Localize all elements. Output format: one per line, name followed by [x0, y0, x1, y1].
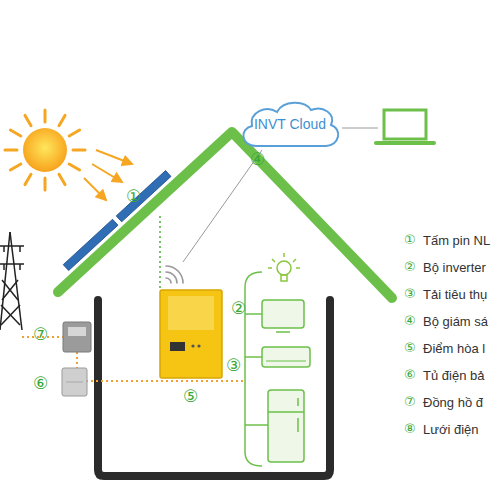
- wifi-symbol: [166, 266, 183, 283]
- node-text: INVT Cloud: [238, 100, 342, 132]
- sun-ray: [44, 178, 47, 190]
- bulb-glass: [277, 261, 291, 275]
- sun-rays: [5, 110, 85, 190]
- callout-number: ⑥: [33, 375, 48, 392]
- bulb-ray: [268, 267, 272, 269]
- meter-wire: [76, 352, 78, 368]
- power-pylon: [0, 232, 24, 330]
- house-roof: [58, 132, 392, 298]
- inverter: [160, 290, 222, 378]
- tv-stand: [276, 331, 290, 333]
- sun-ray: [25, 115, 31, 125]
- sun-ray: [59, 174, 65, 184]
- bracket-branch: [245, 356, 262, 358]
- wifi-arc: [166, 272, 177, 283]
- tv: [262, 300, 304, 328]
- bulb-ray: [283, 253, 285, 257]
- pylon-brace: [2, 280, 18, 300]
- legend-text: Tấm pin NL: [423, 234, 490, 247]
- legend-text: Lưới điện: [423, 423, 479, 436]
- callout-number: ①: [126, 188, 141, 205]
- sunlight-arrow: [96, 150, 132, 164]
- legend-number: ⑥: [404, 368, 416, 381]
- legend-number: ⑦: [404, 395, 416, 408]
- callout-number: ②: [231, 300, 246, 317]
- sun-ray: [10, 130, 20, 136]
- sun-ray: [59, 115, 65, 125]
- legend-number: ⑧: [404, 422, 416, 435]
- legend-number: ①: [404, 233, 416, 246]
- light-bulb: [268, 253, 300, 281]
- legend-text: Bộ giám sá: [423, 315, 488, 328]
- pylon-brace: [1, 305, 20, 325]
- sun-ray: [25, 174, 31, 184]
- cabinet-line: [66, 382, 83, 383]
- energy-meter: [63, 322, 91, 352]
- wifi-arc: [166, 278, 171, 283]
- callout-number: ③: [226, 357, 241, 374]
- solar-panel: [116, 171, 171, 222]
- bulb-ray: [272, 259, 275, 262]
- bulb-ray: [296, 267, 300, 269]
- ac-vent: [266, 361, 306, 362]
- insulator: [3, 264, 5, 270]
- callout-number: ⑤: [183, 388, 198, 405]
- legend-text: Đồng hồ đ: [423, 396, 483, 409]
- wifi-arc: [166, 266, 183, 283]
- bulb-ray: [293, 259, 296, 262]
- ac-bus-wire: [86, 380, 245, 382]
- sunlight-arrow: [92, 164, 122, 182]
- refrigerator: [268, 390, 304, 462]
- legend-number: ⑤: [404, 341, 416, 354]
- insulator: [19, 246, 21, 252]
- insulator: [3, 246, 5, 252]
- legend-number: ④: [404, 314, 416, 327]
- pylon-brace: [1, 305, 20, 325]
- meter-display: [68, 327, 86, 336]
- legend-text: Bộ inverter: [423, 261, 486, 274]
- sun-ray: [44, 110, 47, 122]
- callout-number: ④: [250, 151, 265, 168]
- legend-number: ②: [404, 260, 416, 273]
- sun-ray: [73, 149, 85, 152]
- solar-panel: [63, 219, 118, 270]
- cloud-laptop-link: [342, 128, 378, 129]
- inverter-led: [191, 344, 194, 347]
- pylon-brace: [2, 280, 18, 300]
- inverter-led: [197, 344, 200, 347]
- legend-number: ③: [404, 287, 416, 300]
- legend-text: Điểm hòa l: [423, 342, 485, 355]
- inverter-display: [170, 342, 185, 351]
- laptop-screen: [384, 110, 426, 139]
- air-conditioner: [262, 347, 310, 367]
- sun-ray: [5, 149, 17, 152]
- sun-ray: [69, 130, 79, 136]
- callout-number: ⑦: [33, 326, 48, 343]
- sun-ray: [69, 164, 79, 170]
- legend-text: Tủ điện bả: [423, 369, 484, 382]
- bracket-branch: [245, 424, 268, 426]
- cloud-node: INVT Cloud: [238, 100, 342, 148]
- fridge-handle: [297, 418, 299, 432]
- sun: [23, 128, 67, 172]
- sun-ray: [10, 164, 20, 170]
- bulb-base: [281, 275, 287, 281]
- bracket-line: [245, 272, 262, 466]
- bracket-branch: [245, 313, 262, 315]
- dc-wire: [159, 216, 161, 290]
- inverter-panel: [168, 296, 214, 330]
- sunlight-arrows: [84, 150, 132, 200]
- insulator: [19, 264, 21, 270]
- laptop-base: [376, 141, 434, 145]
- distribution-cabinet: [62, 368, 87, 396]
- fridge-handle: [297, 398, 299, 406]
- legend-text: Tải tiêu thụ: [423, 288, 487, 301]
- sunlight-arrow: [84, 178, 106, 200]
- solar-panels: [63, 171, 171, 271]
- fridge-divider: [268, 411, 304, 413]
